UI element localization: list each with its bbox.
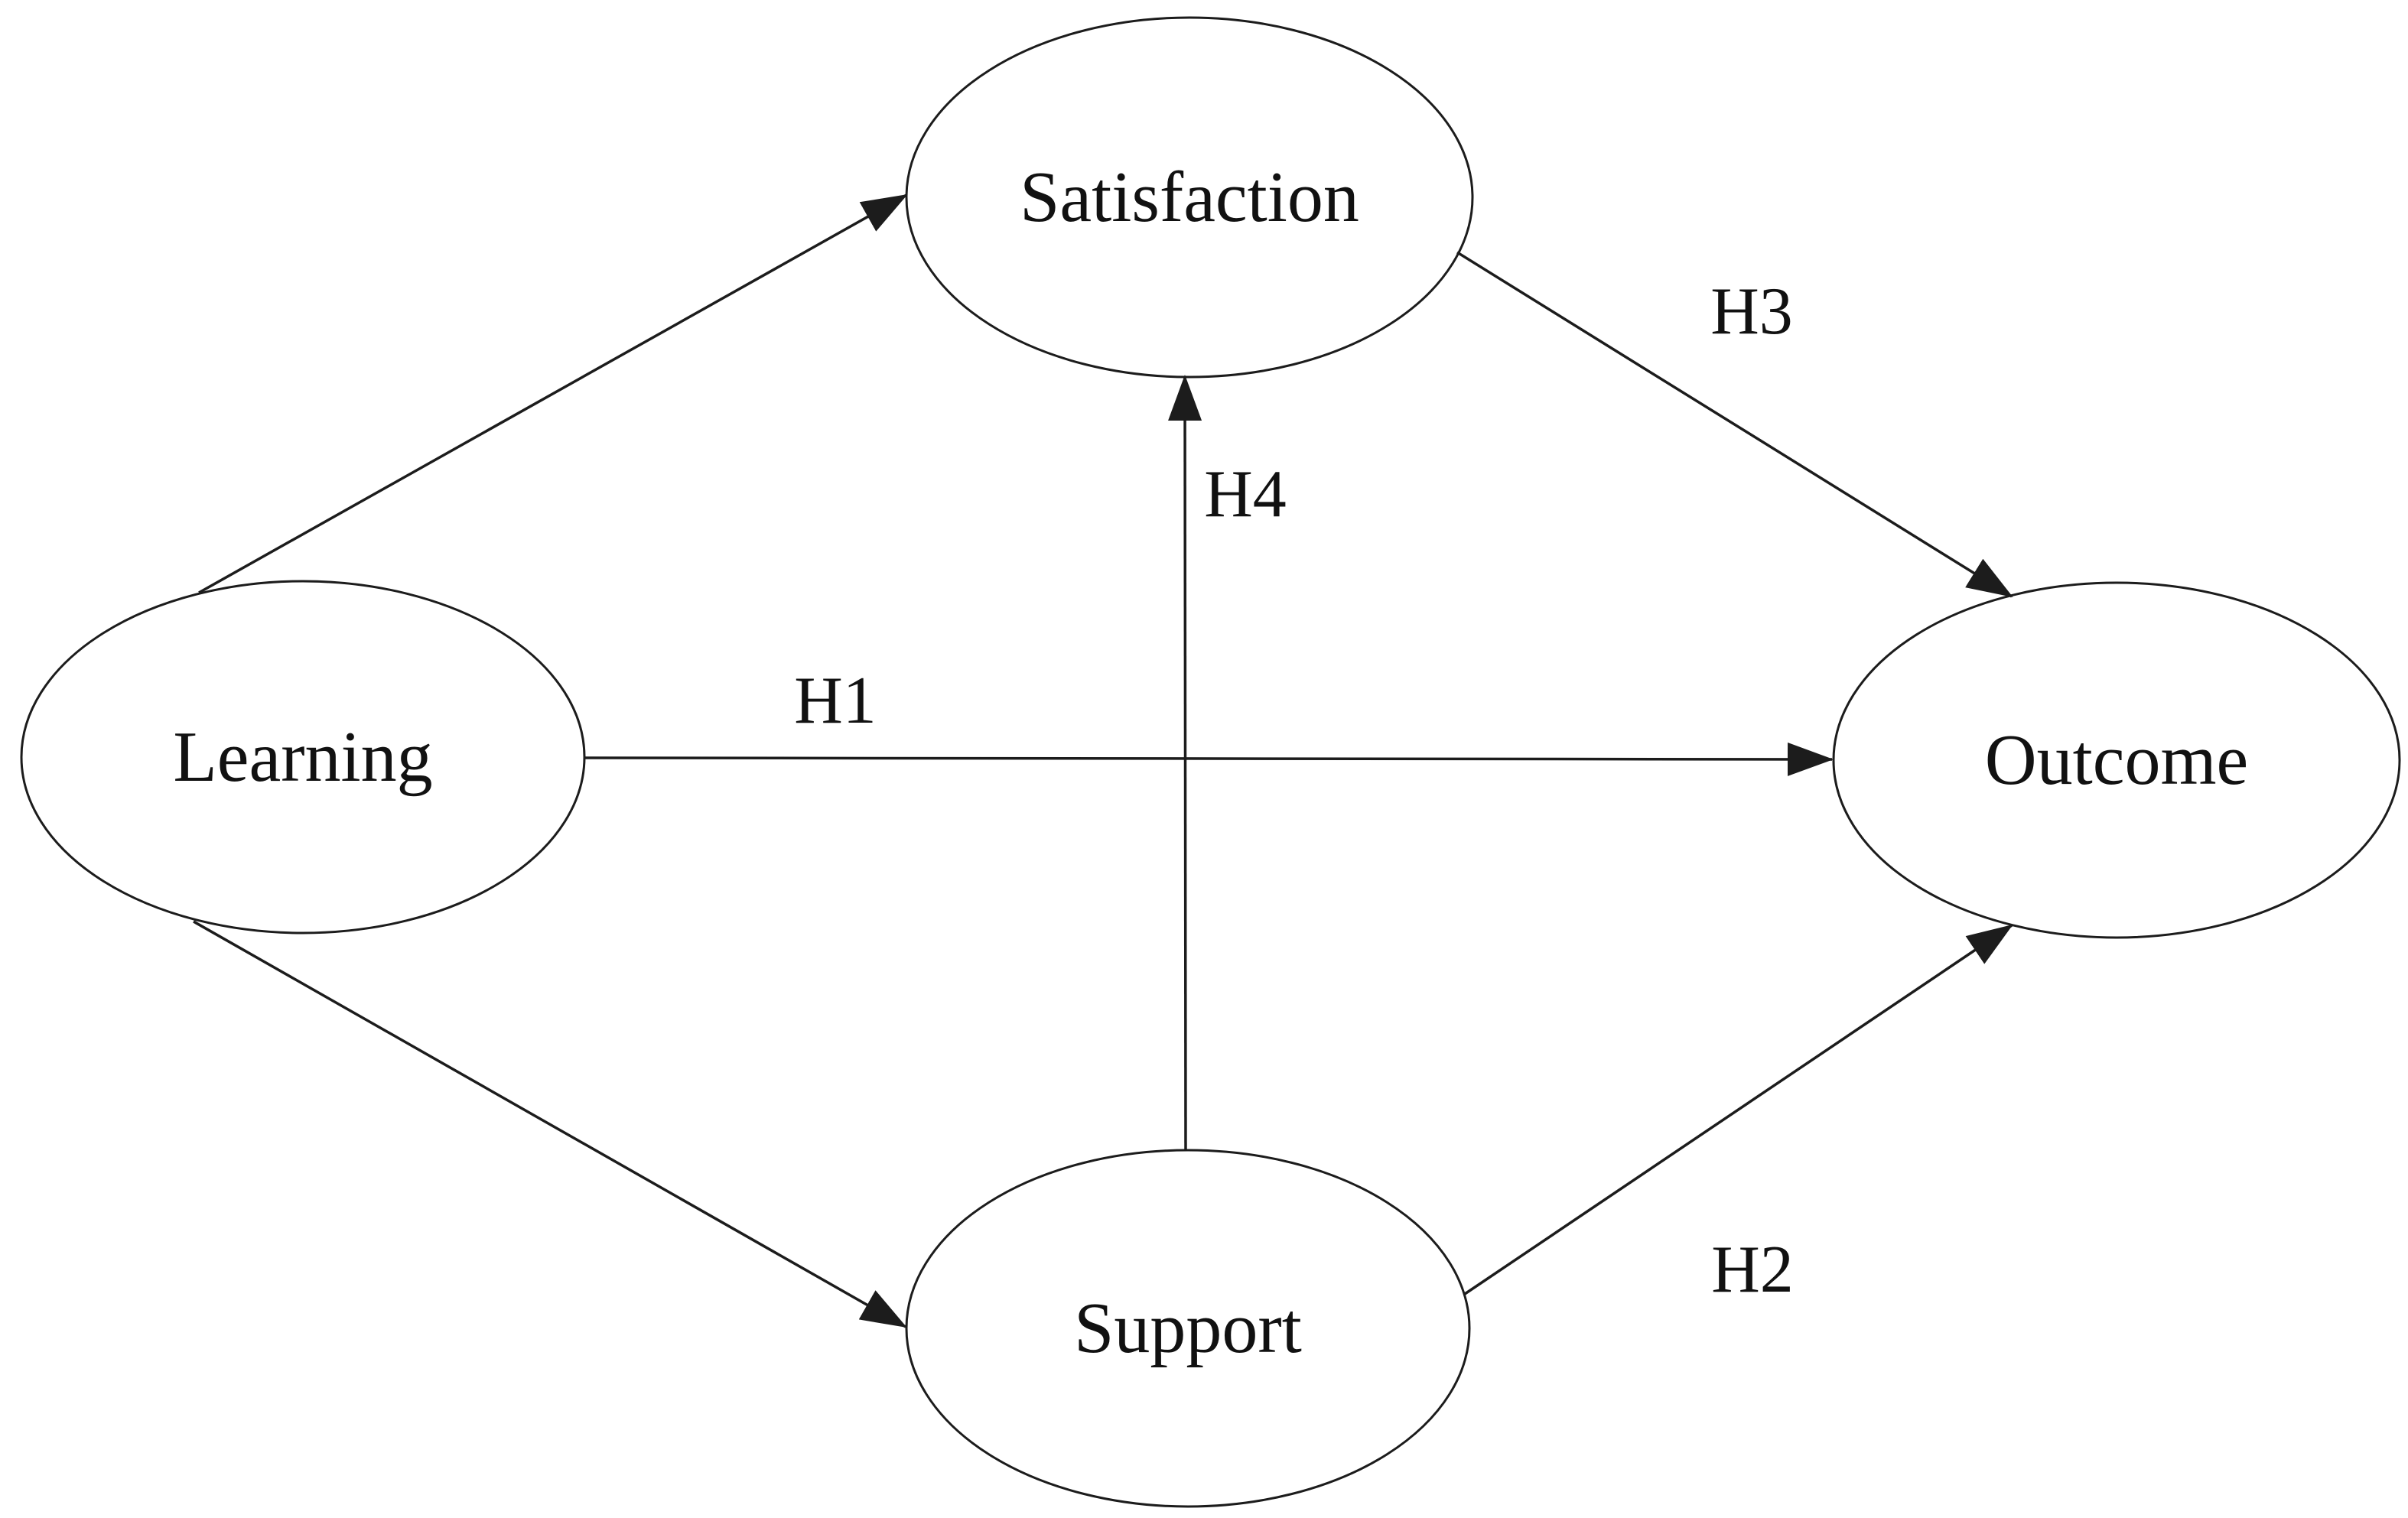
edge-learning-to-support	[193, 920, 907, 1328]
edge-learning-to-satisfaction	[198, 193, 908, 594]
node-ellipse-learning	[20, 580, 586, 935]
edge-label-h3: H3	[1710, 275, 1793, 349]
node-label-learning: Learning	[173, 717, 432, 797]
edge-label-h2: H2	[1711, 1233, 1794, 1307]
node-ellipse-support	[905, 1149, 1471, 1508]
node-label-support: Support	[1074, 1289, 1302, 1368]
edge-label-h1: H1	[794, 664, 877, 738]
node-label-satisfaction: Satisfaction	[1020, 158, 1359, 237]
edge-satisfaction-to-outcome	[1456, 251, 2013, 598]
edge-label-h4: H4	[1204, 457, 1287, 531]
edge-learning-to-outcome	[584, 742, 1834, 776]
node-ellipse-outcome	[1832, 581, 2401, 939]
edge-support-to-satisfaction	[1168, 375, 1202, 1151]
edge-support-to-outcome	[1464, 924, 2013, 1295]
node-label-outcome: Outcome	[1985, 720, 2249, 800]
